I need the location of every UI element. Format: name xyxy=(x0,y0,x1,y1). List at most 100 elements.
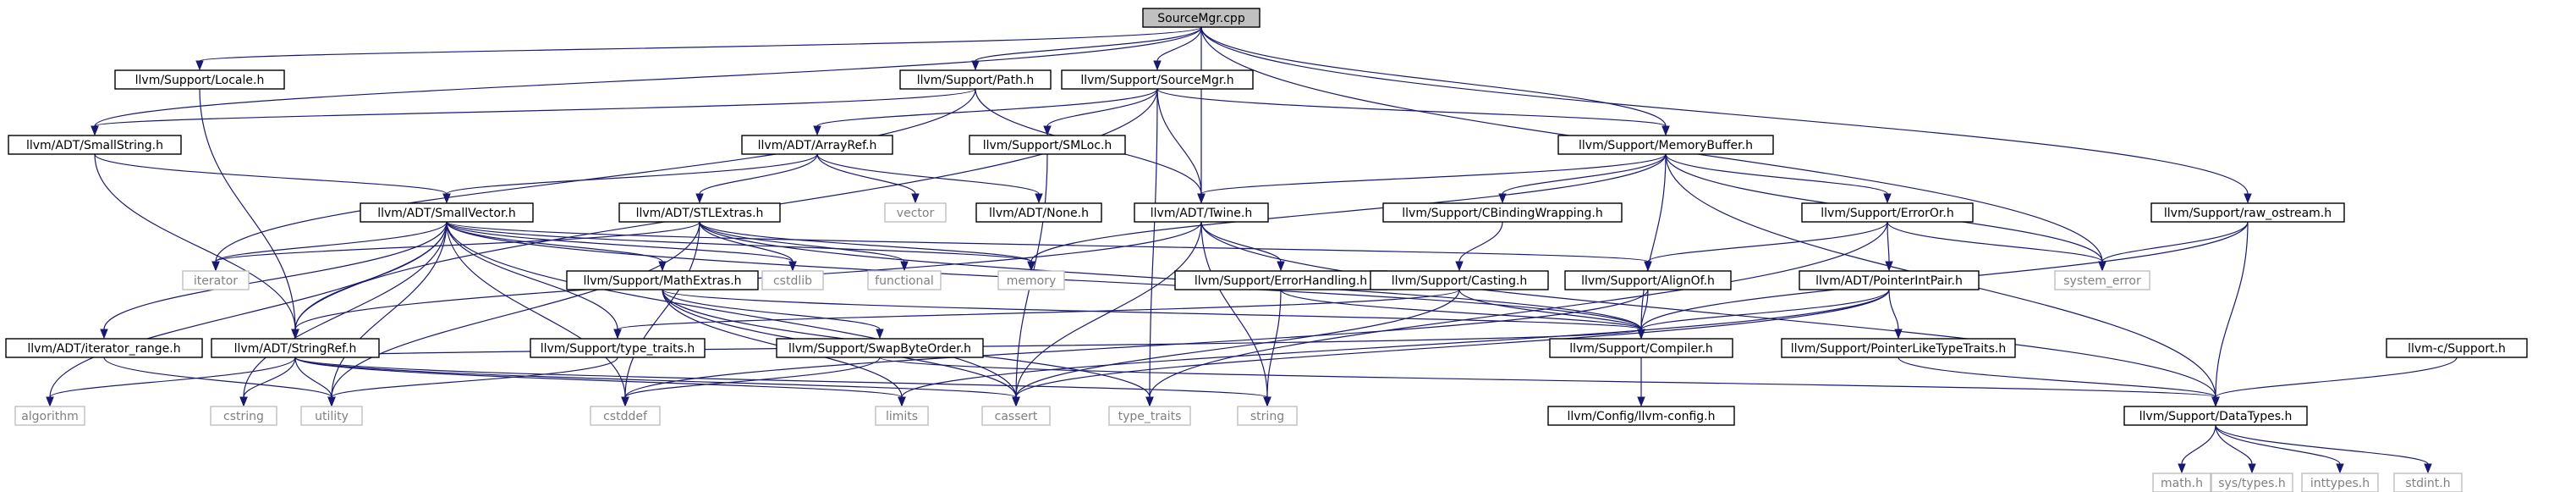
node-llvm-support-memorybuffer-h[interactable]: llvm/Support/MemoryBuffer.h xyxy=(1557,135,1774,155)
node-llvm-support-mathextras-h[interactable]: llvm/Support/MathExtras.h xyxy=(566,270,759,290)
edge-llvm-adt-smallvector-h-to-iterator xyxy=(211,221,448,272)
node-box xyxy=(1557,135,1774,155)
node-llvm-support-type-traits-h[interactable]: llvm/Support/type_traits.h xyxy=(530,338,706,358)
node-sys-types-h: sys/types.h xyxy=(2211,473,2293,492)
node-memory: memory xyxy=(997,270,1065,290)
edge-llvm-adt-iterator-range-h-to-utility xyxy=(103,357,336,407)
node-llvm-support-pointerliketypetraits-h[interactable]: llvm/Support/PointerLikeTypeTraits.h xyxy=(1781,338,2016,358)
node-llvm-support-locale-h[interactable]: llvm/Support/Locale.h xyxy=(114,69,285,90)
node-llvm-adt-smallvector-h[interactable]: llvm/ADT/SmallVector.h xyxy=(360,202,534,223)
node-math-h: math.h xyxy=(2152,473,2211,492)
node-box xyxy=(1382,202,1623,223)
edge-llvm-adt-pointerintpair-h-to-limits xyxy=(898,289,1890,407)
node-llvm-support-casting-h[interactable]: llvm/Support/Casting.h xyxy=(1370,270,1549,290)
node-llvm-support-compiler-h[interactable]: llvm/Support/Compiler.h xyxy=(1549,338,1733,358)
node-label: llvm/ADT/Twine.h xyxy=(1151,207,1252,220)
node-llvm-support-swapbyteorder-h[interactable]: llvm/Support/SwapByteOrder.h xyxy=(776,338,984,358)
node-llvm-c-support-h[interactable]: llvm-c/Support.h xyxy=(2386,338,2528,358)
node-box xyxy=(2123,406,2308,426)
edge-llvm-support-compiler-h-to-llvm-config-llvm-config-h xyxy=(1637,357,1645,407)
edge-llvm-adt-smallvector-h-to-memory xyxy=(446,221,1035,272)
node-label: llvm/Support/PointerLikeTypeTraits.h xyxy=(1791,342,2007,356)
node-box xyxy=(2386,338,2528,358)
node-box xyxy=(2054,270,2150,290)
node-label: llvm/ADT/STLExtras.h xyxy=(636,207,764,220)
node-label: cstddef xyxy=(603,410,648,423)
node-llvm-support-raw-ostream-h[interactable]: llvm/Support/raw_ostream.h xyxy=(2150,202,2345,223)
edge-llvm-support-swapbyteorder-h-to-llvm-support-datatypes-h xyxy=(879,357,2220,407)
node-llvm-support-smloc-h[interactable]: llvm/Support/SMLoc.h xyxy=(969,135,1126,155)
node-box xyxy=(776,338,984,358)
edge-llvm-adt-smallvector-h-to-cstring xyxy=(239,221,448,407)
node-llvm-adt-twine-h[interactable]: llvm/ADT/Twine.h xyxy=(1134,202,1269,223)
node-label: llvm/Support/DataTypes.h xyxy=(2139,410,2293,423)
edge-llvm-adt-pointerintpair-h-to-llvm-support-pointerliketypetraits-h xyxy=(1888,289,1903,340)
node-string: string xyxy=(1237,406,1298,426)
node-label: llvm/ADT/ArrayRef.h xyxy=(758,139,877,152)
node-box xyxy=(360,202,534,223)
node-label: llvm/ADT/None.h xyxy=(989,207,1089,220)
node-box xyxy=(867,270,942,290)
node-sourcemgr-cpp[interactable]: SourceMgr.cpp xyxy=(1142,8,1261,28)
node-stdint-h: stdint.h xyxy=(2393,473,2463,492)
node-llvm-support-sourcemgr-h[interactable]: llvm/Support/SourceMgr.h xyxy=(1061,69,1254,90)
edge-llvm-support-memorybuffer-h-to-llvm-support-compiler-h xyxy=(1637,153,1667,340)
edge-llvm-adt-smallvector-h-to-algorithm xyxy=(46,221,448,407)
node-llvm-adt-pointerintpair-h[interactable]: llvm/ADT/PointerIntPair.h xyxy=(1799,270,1980,290)
node-box xyxy=(1564,270,1732,290)
edge-llvm-support-datatypes-h-to-inttypes-h xyxy=(2215,424,2344,474)
node-llvm-adt-none-h[interactable]: llvm/ADT/None.h xyxy=(975,202,1102,223)
edge-llvm-adt-smallstring-h-to-llvm-adt-stringref-h xyxy=(94,153,299,340)
node-llvm-support-datatypes-h[interactable]: llvm/Support/DataTypes.h xyxy=(2123,406,2308,426)
node-box xyxy=(741,135,893,155)
edge-llvm-support-mathextras-h-to-llvm-support-swapbyteorder-h xyxy=(662,289,884,340)
edge-llvm-adt-stringref-h-to-algorithm xyxy=(46,357,296,407)
node-llvm-support-path-h[interactable]: llvm/Support/Path.h xyxy=(899,69,1052,90)
node-label: llvm/Support/Compiler.h xyxy=(1569,342,1713,356)
node-label: llvm/Support/ErrorOr.h xyxy=(1821,207,1953,220)
node-box xyxy=(884,202,947,223)
edge-llvm-adt-stringref-h-to-cstring xyxy=(239,357,296,407)
node-llvm-adt-arrayref-h[interactable]: llvm/ADT/ArrayRef.h xyxy=(741,135,893,155)
node-vector: vector xyxy=(884,202,947,223)
node-cstring: cstring xyxy=(210,406,277,426)
edge-llvm-adt-twine-h-to-llvm-support-errorhandling-h xyxy=(1200,221,1285,272)
node-functional: functional xyxy=(867,270,942,290)
node-llvm-adt-iterator-range-h[interactable]: llvm/ADT/iterator_range.h xyxy=(5,338,203,358)
node-llvm-adt-stringref-h[interactable]: llvm/ADT/StringRef.h xyxy=(211,338,380,358)
edge-llvm-support-datatypes-h-to-sys-types-h xyxy=(2215,424,2256,474)
node-box xyxy=(1237,406,1298,426)
node-label: llvm/Support/SourceMgr.h xyxy=(1080,74,1233,87)
node-layer: SourceMgr.cpp llvm/Support/Locale.h llvm/S… xyxy=(5,8,2528,492)
node-llvm-support-errorhandling-h[interactable]: llvm/Support/ErrorHandling.h xyxy=(1174,270,1387,290)
edge-llvm-adt-stlextras-h-to-functional xyxy=(699,221,909,272)
edge-llvm-support-sourcemgr-h-to-llvm-support-smloc-h xyxy=(1043,88,1158,136)
edge-llvm-adt-arrayref-h-to-vector xyxy=(816,153,920,204)
edge-llvm-adt-smallvector-h-to-llvm-support-mathextras-h xyxy=(446,221,667,272)
node-cstdlib: cstdlib xyxy=(761,270,824,290)
node-llvm-support-alignof-h[interactable]: llvm/Support/AlignOf.h xyxy=(1564,270,1732,290)
node-llvm-adt-smallstring-h[interactable]: llvm/ADT/SmallString.h xyxy=(8,135,182,155)
node-llvm-adt-stlextras-h[interactable]: llvm/ADT/STLExtras.h xyxy=(618,202,781,223)
node-llvm-config-llvm-config-h[interactable]: llvm/Config/llvm-config.h xyxy=(1547,406,1735,426)
node-box xyxy=(1370,270,1549,290)
node-label: llvm/Support/Casting.h xyxy=(1392,274,1528,288)
node-label: llvm/Support/SMLoc.h xyxy=(983,139,1112,152)
node-label: llvm-c/Support.h xyxy=(2408,342,2506,356)
node-box xyxy=(1781,338,2016,358)
node-llvm-support-erroror-h[interactable]: llvm/Support/ErrorOr.h xyxy=(1801,202,1974,223)
node-cstddef: cstddef xyxy=(590,406,661,426)
node-box xyxy=(1801,202,1974,223)
node-box xyxy=(211,338,380,358)
node-label: llvm/Support/MathExtras.h xyxy=(583,274,741,288)
edge-llvm-support-datatypes-h-to-math-h xyxy=(2178,424,2216,474)
edge-layer xyxy=(46,26,2458,474)
node-box xyxy=(1799,270,1980,290)
node-box xyxy=(618,202,781,223)
edge-llvm-adt-twine-h-to-cassert xyxy=(1012,221,1202,407)
node-label: llvm/Support/Locale.h xyxy=(135,74,265,87)
edge-llvm-support-sourcemgr-h-to-llvm-support-memorybuffer-h xyxy=(1156,88,1670,136)
node-label: SourceMgr.cpp xyxy=(1157,12,1245,25)
node-llvm-support-cbindingwrapping-h[interactable]: llvm/Support/CBindingWrapping.h xyxy=(1382,202,1623,223)
edge-llvm-adt-smallvector-h-to-utility xyxy=(327,221,448,407)
